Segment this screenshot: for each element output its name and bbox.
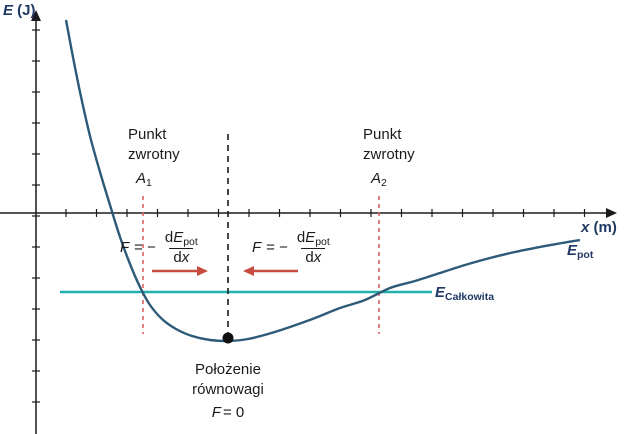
- force-arrowhead: [243, 266, 254, 276]
- turning-point-title-1: Punkt zwrotny: [128, 126, 180, 163]
- y-axis-label: E (J): [3, 1, 36, 21]
- y-axis-arrowhead: [31, 10, 41, 21]
- formula-fraction: dEpot dx: [296, 229, 330, 267]
- y-axis-symbol: E: [3, 2, 14, 19]
- formula-fraction: dEpot dx: [164, 229, 198, 267]
- turning-point-label-1: Punkt zwrotny A1: [128, 125, 180, 191]
- equilibrium-point: [222, 332, 234, 344]
- force-symbol: F: [120, 238, 130, 256]
- x-axis-label: x (m): [581, 218, 617, 238]
- x-axis-symbol: x: [581, 219, 590, 236]
- equilibrium-label: Położenie równowagi F= 0: [156, 360, 300, 423]
- force-formula-left: F = − dEpot dx: [120, 229, 202, 266]
- total-energy-label: ECałkowita: [435, 284, 495, 303]
- turning-point-symbol-1: A1: [136, 170, 152, 189]
- potential-energy-curve: [64, 19, 581, 343]
- equilibrium-title: Położenie równowagi: [192, 361, 264, 398]
- force-arrowhead: [197, 266, 208, 276]
- x-axis-unit: (m): [589, 219, 617, 236]
- force-formula-right: F = − dEpot dx: [252, 229, 334, 266]
- potential-energy-curve-label: Epot: [567, 242, 594, 261]
- equilibrium-condition: F= 0: [211, 404, 245, 421]
- turning-point-title-2: Punkt zwrotny: [363, 126, 415, 163]
- formula-equals: = −: [134, 238, 156, 256]
- x-axis-arrowhead: [606, 208, 617, 218]
- turning-point-symbol-2: A2: [371, 170, 387, 189]
- y-axis-unit: (J): [13, 2, 36, 19]
- formula-equals: = −: [266, 238, 288, 256]
- turning-point-label-2: Punkt zwrotny A2: [363, 125, 415, 191]
- force-symbol: F: [252, 238, 262, 256]
